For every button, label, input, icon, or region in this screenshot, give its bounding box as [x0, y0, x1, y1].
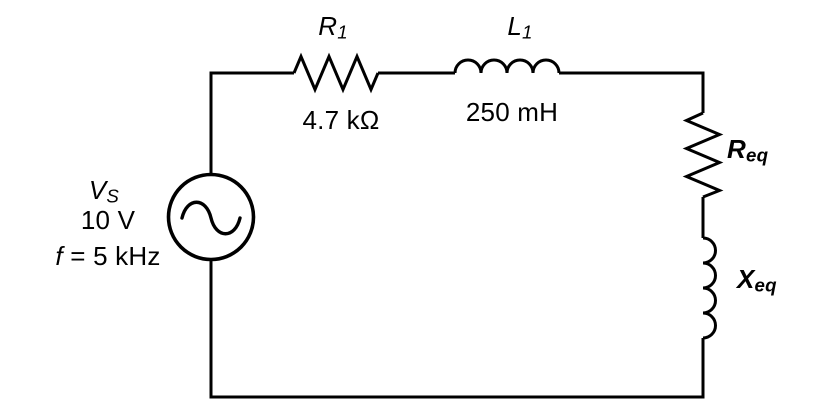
source-name-label: VS	[88, 175, 120, 207]
l1-label: L1	[507, 11, 533, 43]
req-label-subscript: eq	[745, 144, 769, 166]
source-name-text: V	[88, 175, 107, 205]
sine-wave-icon	[180, 200, 242, 236]
l1-value: 250 mH	[466, 99, 558, 125]
r1-label-subscript: 1	[337, 21, 348, 43]
source-voltage-text: 10 V	[80, 205, 136, 235]
resistor-req-symbol	[682, 111, 724, 199]
l1-label-text: L	[507, 11, 523, 41]
xeq-label-subscript: eq	[754, 274, 777, 296]
source-frequency-label: f = 5 kHz	[55, 243, 160, 269]
frequency-symbol-text: f	[55, 241, 63, 271]
connecting-wires	[209, 71, 705, 399]
schematic-strokes	[166, 52, 724, 399]
xeq-label-text: X	[737, 264, 755, 294]
r1-value-text: 4.7 kΩ	[302, 105, 380, 135]
req-label: Req	[727, 134, 769, 166]
resistor-r1-symbol	[292, 52, 380, 94]
r1-label-text: R	[318, 11, 338, 41]
source-name-subscript: S	[106, 185, 120, 207]
inductor-l1-symbol	[453, 58, 561, 74]
r1-value: 4.7 kΩ	[302, 107, 379, 133]
l1-label-subscript: 1	[522, 21, 533, 43]
inductor-xeq-symbol	[702, 236, 717, 340]
l1-value-text: 250 mH	[465, 97, 559, 127]
frequency-value-text: = 5 kHz	[62, 241, 161, 271]
req-label-text: R	[727, 134, 746, 164]
xeq-label: Xeq	[737, 264, 777, 296]
source-voltage-label: 10 V	[81, 207, 135, 233]
r1-label: R1	[318, 11, 348, 43]
